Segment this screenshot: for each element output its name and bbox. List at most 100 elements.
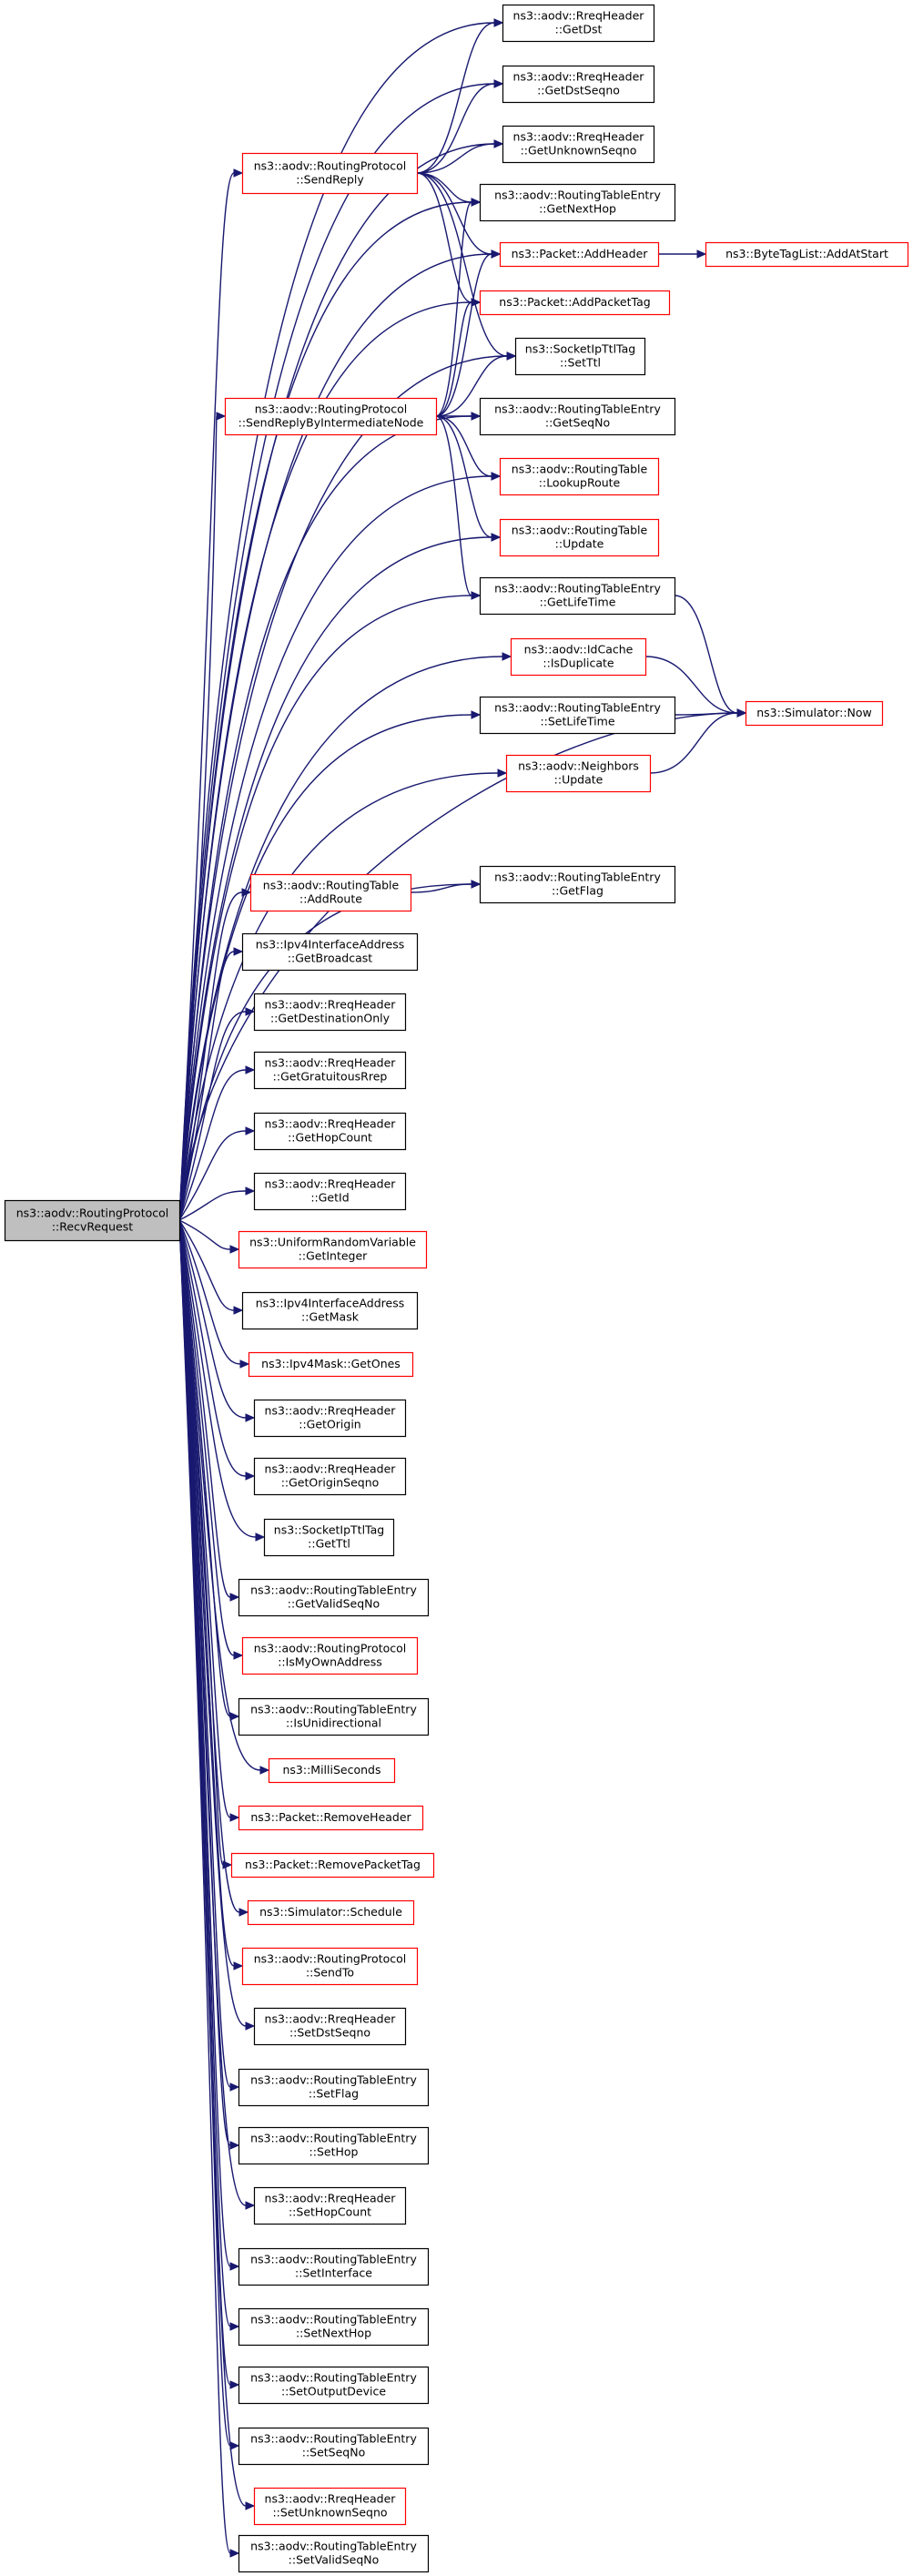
edge-line [416,172,508,357]
function-node-sim_now[interactable]: ns3::Simulator::Now [745,700,884,727]
function-node-rte_setflag[interactable]: ns3::aodv::RoutingTableEntry::SetFlag [238,2068,430,2107]
function-node-rp_sendto[interactable]: ns3::aodv::RoutingProtocol::SendTo [241,1947,419,1986]
function-node-sim_schedule[interactable]: ns3::Simulator::Schedule [247,1899,415,1926]
function-node-rreq_gethopcount[interactable]: ns3::aodv::RreqHeader::GetHopCount [253,1112,407,1151]
function-node-rte_setinterface[interactable]: ns3::aodv::RoutingTableEntry::SetInterfa… [238,2247,430,2286]
node-label-line: ::AddRoute [299,892,362,906]
function-node-rreq_getunknownseqno[interactable]: ns3::aodv::RreqHeader::GetUnknownSeqno [502,125,655,164]
function-node-rte_setseqno[interactable]: ns3::aodv::RoutingTableEntry::SetSeqNo [238,2427,430,2466]
function-node-ipv4mask_getones[interactable]: ns3::Ipv4Mask::GetOnes [248,1351,414,1378]
edge-line [435,355,508,417]
function-node-rreq_sethopcount[interactable]: ns3::aodv::RreqHeader::SetHopCount [253,2186,407,2225]
node-label-line: ns3::Ipv4InterfaceAddress [256,1297,405,1310]
edge-line [178,1219,231,2267]
edge-arrowhead [491,249,502,259]
function-node-milliseconds[interactable]: ns3::MilliSeconds [268,1757,396,1784]
function-node-neighbors_update[interactable]: ns3::aodv::Neighbors::Update [505,754,652,793]
node-label-line: ::SetUnknownSeqno [272,2506,387,2520]
edge-arrowhead [471,412,482,421]
node-box [253,2007,407,2046]
function-node-rt_update[interactable]: ns3::aodv::RoutingTable::Update [499,518,660,557]
call-edge-recv-to-rreq_getorigin [178,1219,256,1422]
function-node-pkt_removepackettag[interactable]: ns3::Packet::RemovePacketTag [230,1852,435,1879]
function-node-rt_lookuproute[interactable]: ns3::aodv::RoutingTable::LookupRoute [499,457,660,496]
node-label-line: ::GetBroadcast [288,952,372,965]
function-node-pkt_addheader[interactable]: ns3::Packet::AddHeader [499,241,660,268]
function-node-urv_getinteger[interactable]: ns3::UniformRandomVariable::GetInteger [238,1230,428,1269]
edge-arrowhead [229,2141,240,2150]
node-box [241,1636,419,1675]
node-label-line: ns3::aodv::RreqHeader [513,70,645,84]
function-node-rreq_getgratuitous[interactable]: ns3::aodv::RreqHeader::GetGratuitousRrep [253,1051,407,1090]
function-node-rte_getseqno[interactable]: ns3::aodv::RoutingTableEntry::GetSeqNo [479,397,676,436]
node-label-line: ::SetInterface [295,2266,372,2280]
function-node-rte_setnexthop[interactable]: ns3::aodv::RoutingTableEntry::SetNextHop [238,2307,430,2347]
call-edge-recv-to-rp_sendto [178,1219,244,1970]
function-node-recv[interactable]: ns3::aodv::RoutingProtocol::RecvRequest [4,1199,181,1242]
edge-arrowhead [471,298,482,307]
node-label-line: ns3::UniformRandomVariable [249,1236,416,1249]
edge-arrowhead [229,2322,240,2331]
function-node-rreq_getoriginseqno[interactable]: ns3::aodv::RreqHeader::GetOriginSeqno [253,1457,407,1496]
function-node-rreq_getdstseqno[interactable]: ns3::aodv::RreqHeader::GetDstSeqno [502,65,655,104]
call-edge-recv-to-rp_ismyownaddress [178,1219,244,1660]
call-edge-recv-to-rt_addroute [178,888,252,1221]
call-edge-recv-to-rreq_getoriginseqno [178,1219,256,1481]
function-node-rreq_getdestonly[interactable]: ns3::aodv::RreqHeader::GetDestinationOnl… [253,993,407,1032]
node-box [238,2427,430,2466]
node-label-line: ns3::aodv::RreqHeader [265,1117,397,1131]
call-edge-recv-to-rreq_setdstseqno [178,1219,256,2031]
node-label-line: ::GetHopCount [288,1131,372,1145]
edge-arrowhead [471,710,482,719]
node-box [238,1230,428,1269]
function-node-sendreply[interactable]: ns3::aodv::RoutingProtocol::SendReply [241,152,419,195]
function-node-rte_isunidirectional[interactable]: ns3::aodv::RoutingTableEntry::IsUnidirec… [238,1697,430,1736]
function-node-rte_setlifetime[interactable]: ns3::aodv::RoutingTableEntry::SetLifeTim… [479,696,676,735]
node-label-line: ::GetDst [555,23,603,36]
function-node-rte_getnexthop[interactable]: ns3::aodv::RoutingTableEntry::GetNextHop [479,183,676,222]
node-label-line: ns3::Simulator::Schedule [259,1905,402,1919]
node-box [263,1518,395,1557]
function-node-rreq_getid[interactable]: ns3::aodv::RreqHeader::GetId [253,1172,407,1211]
edge-arrowhead [245,2501,256,2510]
function-node-rte_getflag[interactable]: ns3::aodv::RoutingTableEntry::GetFlag [479,865,676,904]
node-box [241,152,419,195]
function-node-rp_ismyownaddress[interactable]: ns3::aodv::RoutingProtocol::IsMyOwnAddre… [241,1636,419,1675]
function-node-rreq_getdst[interactable]: ns3::aodv::RreqHeader::GetDst [502,4,655,43]
node-label-line: ::GetId [310,1191,349,1205]
function-node-rreq_setunknownseqno[interactable]: ns3::aodv::RreqHeader::SetUnknownSeqno [253,2487,407,2526]
edge-line [416,172,492,255]
function-node-idcache_isdup[interactable]: ns3::aodv::IdCache::IsDuplicate [510,637,647,677]
node-label-line: ns3::aodv::RoutingTableEntry [494,188,661,202]
function-node-pkt_addpackettag[interactable]: ns3::Packet::AddPacketTag [479,290,671,316]
function-node-rte_getlifetime[interactable]: ns3::aodv::RoutingTableEntry::GetLifeTim… [479,576,676,616]
edge-arrowhead [238,1908,249,1917]
function-node-rte_getvalidseqno[interactable]: ns3::aodv::RoutingTableEntry::GetValidSe… [238,1578,430,1617]
edge-line [178,1219,231,2088]
function-node-rte_setvalidseqno[interactable]: ns3::aodv::RoutingTableEntry::SetValidSe… [238,2534,430,2573]
function-node-sock_setttl[interactable]: ns3::SocketIpTtlTag::SetTtl [514,337,646,376]
function-node-sock_getttl[interactable]: ns3::SocketIpTtlTag::GetTtl [263,1518,395,1557]
node-label-line: ns3::Simulator::Now [756,706,872,719]
function-node-pkt_removeheader[interactable]: ns3::Packet::RemoveHeader [238,1805,424,1831]
function-node-btl_addatstart[interactable]: ns3::ByteTagList::AddAtStart [705,241,909,268]
function-node-rreq_setdstseqno[interactable]: ns3::aodv::RreqHeader::SetDstSeqno [253,2007,407,2046]
node-label-line: ns3::aodv::RoutingTableEntry [250,2540,417,2553]
node-label-line: ::GetOrigin [299,1418,360,1431]
function-node-ipv4ia_getbroadcast[interactable]: ns3::Ipv4InterfaceAddress::GetBroadcast [241,932,419,972]
edge-arrowhead [229,1712,240,1721]
function-node-rte_setoutputdevice[interactable]: ns3::aodv::RoutingTableEntry::SetOutputD… [238,2366,430,2405]
node-label-line: ns3::Packet::RemoveHeader [250,1810,411,1824]
node-label-line: ::RecvRequest [52,1220,133,1234]
edge-arrowhead [245,2201,256,2210]
function-node-rte_sethop[interactable]: ns3::aodv::RoutingTableEntry::SetHop [238,2126,430,2165]
node-label-line: ::GetGratuitousRrep [273,1070,388,1084]
edge-arrowhead [245,1413,256,1422]
function-node-ipv4ia_getmask[interactable]: ns3::Ipv4InterfaceAddress::GetMask [241,1291,419,1330]
node-box [499,241,660,268]
function-node-rt_addroute[interactable]: ns3::aodv::RoutingTable::AddRoute [249,873,412,912]
edge-arrowhead [471,198,482,207]
function-node-rreq_getorigin[interactable]: ns3::aodv::RreqHeader::GetOrigin [253,1399,407,1438]
function-node-sendreplyintermediate[interactable]: ns3::aodv::RoutingProtocol::SendReplyByI… [224,397,438,436]
node-box [705,241,909,268]
